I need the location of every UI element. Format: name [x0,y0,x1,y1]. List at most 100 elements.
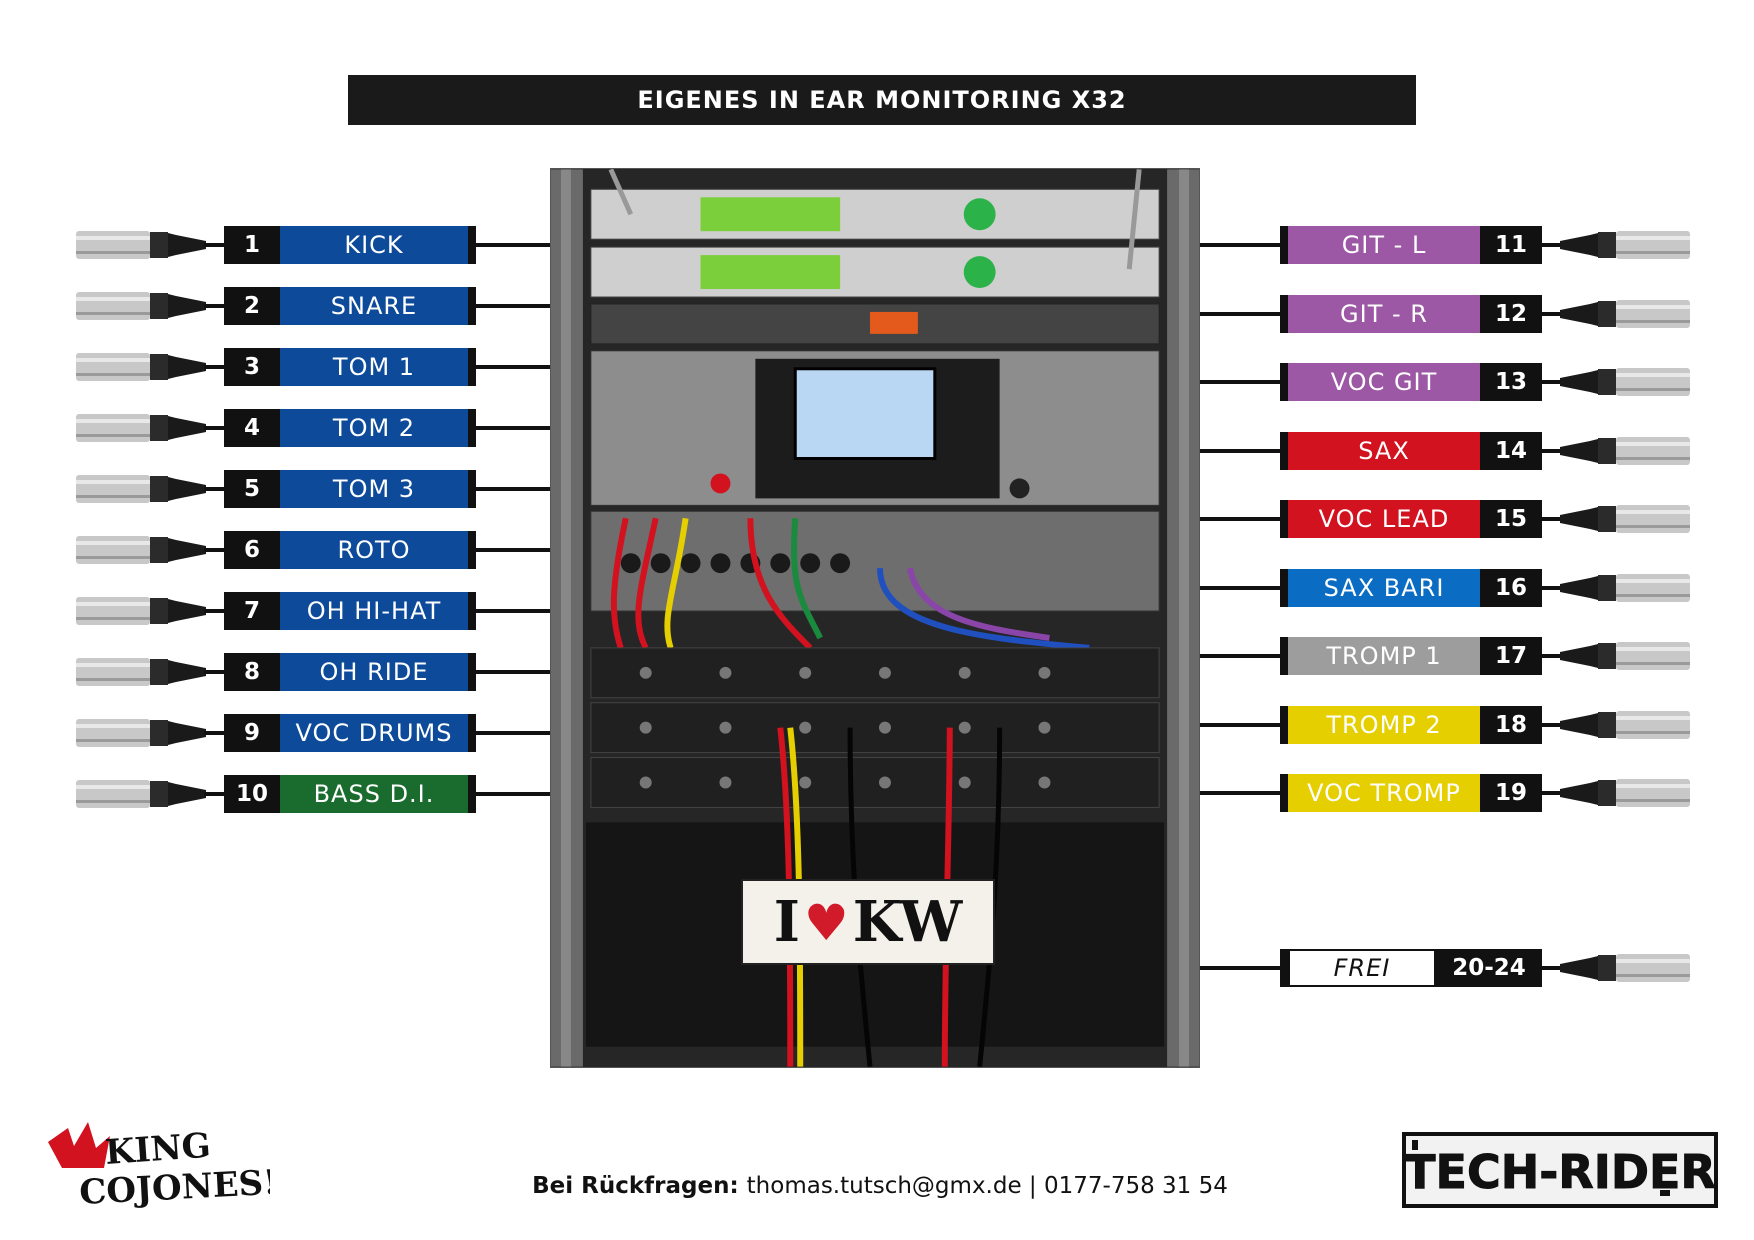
cable-line [1542,243,1562,247]
channel-label: GIT - L [1288,226,1480,264]
channel-label: SNARE [280,287,468,325]
cable-line [204,487,224,491]
cable-line [1200,448,1280,453]
svg-text:TECH-RIDER: TECH-RIDER [1404,1145,1716,1199]
channel-number: 8 [224,653,280,691]
xlr-connector-icon [1560,436,1690,465]
cable-line [1542,791,1562,795]
sign-letter-i: I [773,889,800,955]
xlr-connector-icon [76,536,206,564]
cable-line [1200,380,1280,384]
channel-label: SAX [1288,431,1480,470]
channel-label: VOC GIT [1288,363,1480,401]
rack-photo: I ♥ KW [550,168,1200,1068]
cable-line [476,365,550,369]
heart-icon: ♥ [803,892,849,952]
cable-line [204,670,224,674]
end-cap [468,531,476,569]
end-cap [468,653,476,691]
channel-label: KICK [280,226,468,264]
cable-line [476,792,550,796]
end-cap [468,714,476,752]
cable-line [1200,791,1280,795]
cable-line [204,548,224,552]
cable-line [476,548,550,552]
channel-label: SAX BARI [1288,568,1480,607]
xlr-connector-icon [1560,710,1690,739]
channel-number: 6 [224,531,280,569]
channel-number: 10 [224,775,280,813]
cable-line [1200,243,1280,247]
xlr-connector-icon [76,658,206,686]
end-cap [1280,568,1288,607]
channel-number: 14 [1480,431,1542,470]
king-cojones-logo: KING COJONES! [48,1122,270,1212]
xlr-connector-icon [1560,573,1690,602]
svg-text:KING: KING [104,1126,212,1173]
xlr-connector-icon [1560,368,1690,396]
end-cap [1280,431,1288,470]
end-cap [1280,774,1288,812]
channel-label: FREI [1288,949,1436,987]
end-cap [468,409,476,447]
cable-line [476,731,550,735]
end-cap [1280,637,1288,675]
xlr-connector-icon [1560,642,1690,670]
cable-line [1200,517,1280,521]
end-cap [1280,500,1288,538]
channel-number: 9 [224,714,280,752]
contact-line: Bei Rückfragen: thomas.tutsch@gmx.de | 0… [420,1168,1340,1204]
channel-number: 20-24 [1436,949,1542,987]
end-cap [468,226,476,264]
tech-rider-logo: TECH-RIDER [1402,1132,1718,1208]
channel-label: BASS D.I. [280,775,468,813]
cable-line [1200,585,1280,590]
xlr-connector-icon [1560,954,1690,982]
channel-number: 1 [224,226,280,264]
cable-line [204,243,224,247]
xlr-connector-icon [76,353,206,381]
cable-line [1542,966,1562,970]
contact-value[interactable]: thomas.tutsch@gmx.de | 0177-758 31 54 [746,1173,1228,1199]
xlr-connector-icon [1560,231,1690,259]
cable-line [204,426,224,430]
channel-label: TOM 1 [280,348,468,386]
end-cap [1280,363,1288,401]
channel-number: 18 [1480,705,1542,744]
cable-line [476,609,550,613]
page-title: EIGENES IN EAR MONITORING X32 [348,75,1416,125]
xlr-connector-icon [76,414,206,442]
cable-line [1200,966,1280,970]
xlr-connector-icon [76,780,206,808]
xlr-connector-icon [76,597,206,625]
channel-number: 12 [1480,294,1542,333]
cable-line [1542,722,1562,727]
channel-number: 4 [224,409,280,447]
channel-number: 15 [1480,500,1542,538]
contact-label: Bei Rückfragen: [532,1173,739,1199]
svg-text:COJONES!: COJONES! [78,1163,270,1212]
channel-number: 3 [224,348,280,386]
end-cap [468,592,476,630]
cable-line [204,365,224,369]
channel-label: OH HI-HAT [280,592,468,630]
cable-line [1200,722,1280,727]
cable-line [204,792,224,796]
cable-line [1200,654,1280,658]
channel-number: 13 [1480,363,1542,401]
cable-line [204,304,224,308]
channel-number: 16 [1480,568,1542,607]
end-cap [1280,949,1288,987]
cable-line [476,670,550,674]
cable-line [1200,311,1280,316]
channel-label: TOM 2 [280,409,468,447]
rack-illustration [551,169,1199,1067]
